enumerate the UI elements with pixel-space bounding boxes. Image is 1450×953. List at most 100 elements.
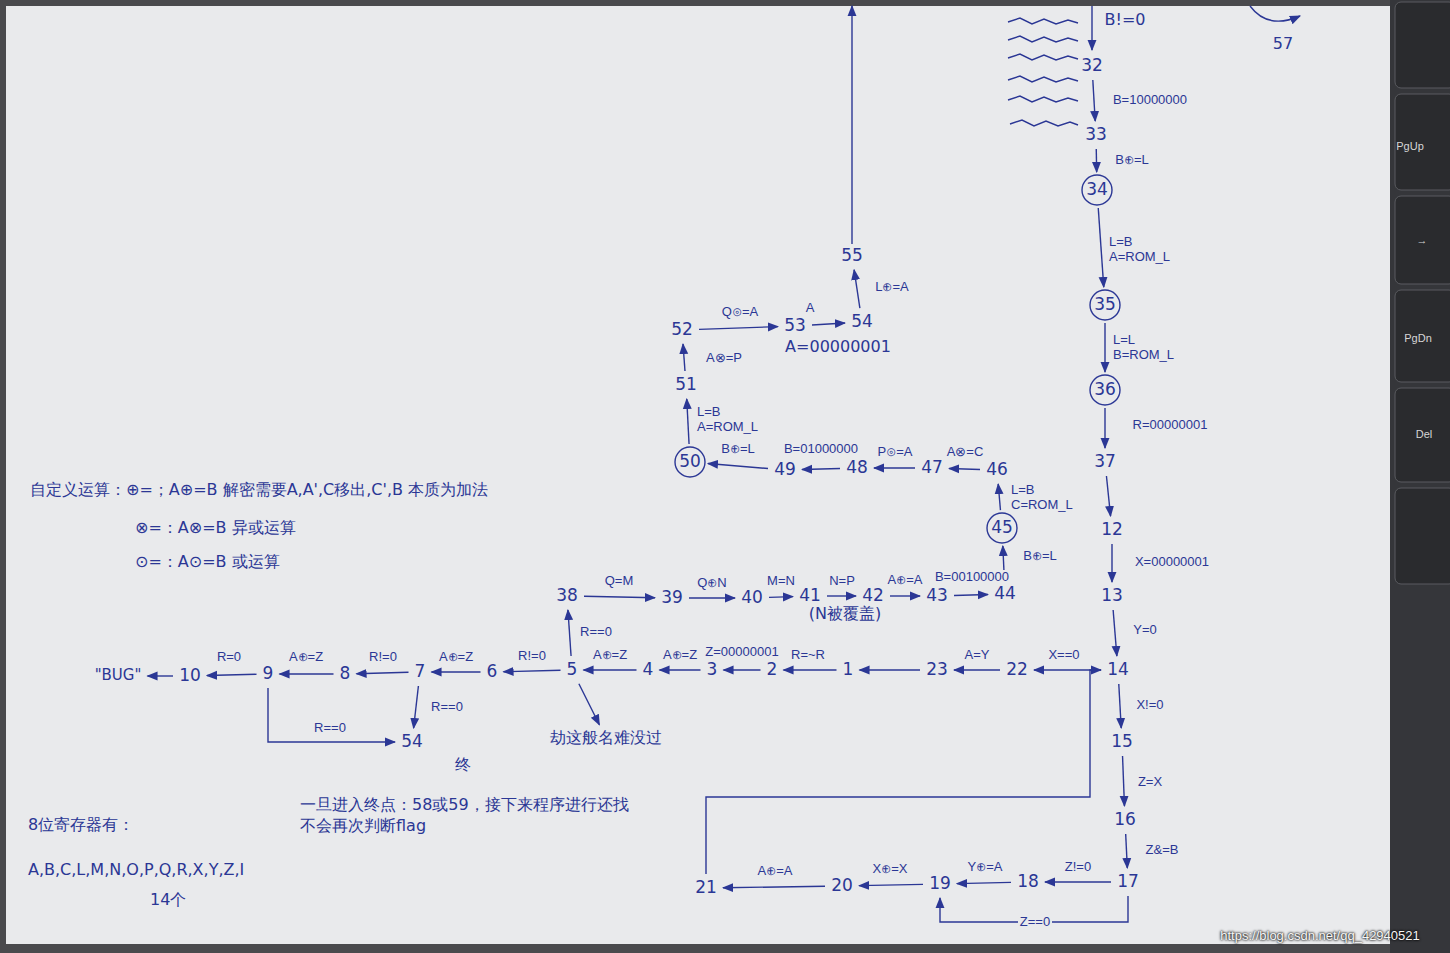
key-legend: Del <box>1416 427 1433 441</box>
edge-label: A <box>804 301 817 316</box>
edge-label: Z=00000001 <box>703 645 780 660</box>
edge-connector <box>689 597 735 598</box>
state-node: 12 <box>1097 518 1127 542</box>
edge-label: Q⊕N <box>695 576 729 591</box>
edge-label: Y=0 <box>1131 623 1159 638</box>
edge-connector <box>579 684 599 725</box>
node-text: 17 <box>1117 872 1139 892</box>
edge-label: A=Y <box>963 648 992 663</box>
state-node: 49 <box>770 458 800 482</box>
node-text: 42 <box>862 586 884 606</box>
edge-label: B=10000000 <box>1111 93 1189 108</box>
edge-label: B=00100000 <box>933 570 1011 585</box>
state-node: 15 <box>1107 730 1137 754</box>
state-node: 32 <box>1077 54 1107 78</box>
edge-connector <box>854 270 860 308</box>
node-text: 45 <box>991 518 1013 538</box>
scribble <box>1008 54 1078 60</box>
edge-label: A⊕=A <box>756 864 795 879</box>
edge-label: Q=M <box>603 574 636 589</box>
scribble <box>1010 120 1078 126</box>
edge-label: P⊙=A <box>876 445 915 460</box>
note-text: B!=0 <box>1105 10 1146 31</box>
node-text: 51 <box>675 375 697 395</box>
state-node: 9 <box>259 662 278 686</box>
key-legend: → <box>1417 233 1428 247</box>
circle-outline <box>675 447 705 477</box>
edge-connector <box>954 595 988 596</box>
edge-connector <box>683 344 685 371</box>
edge-connector <box>584 669 637 670</box>
edge-connector <box>1096 149 1098 172</box>
edge-label: X=00000001 <box>1133 555 1211 570</box>
node-text: 19 <box>929 874 951 894</box>
edge-connector <box>660 669 701 670</box>
key-legend: PgDn <box>1404 331 1432 345</box>
note-text: ⊙=：A⊙=B 或运算 <box>135 552 280 573</box>
edge-label: Z!=0 <box>1063 860 1093 875</box>
node-text: 47 <box>921 458 943 478</box>
state-node: 54 <box>847 310 877 334</box>
edge-label: Y⊕=A <box>966 860 1005 875</box>
edge-connector <box>860 669 921 670</box>
node-text: 50 <box>679 452 701 472</box>
edge-connector <box>859 884 923 885</box>
circle-outline <box>1090 375 1120 405</box>
edge-connector <box>890 595 920 596</box>
scribble <box>1008 36 1078 42</box>
state-node: 40 <box>737 586 767 610</box>
keyboard <box>1390 0 1450 953</box>
node-text: 3 <box>707 660 718 680</box>
ink-strokes <box>852 6 1300 244</box>
node-text: 55 <box>841 246 863 266</box>
state-node: 48 <box>842 456 872 480</box>
state-node: 38 <box>552 584 582 608</box>
state-node: 44 <box>990 582 1020 606</box>
note-node: 劫这般名难没过 <box>546 727 666 750</box>
node-text: 5 <box>567 660 578 680</box>
state-node: 17 <box>1113 870 1143 894</box>
edge-connector <box>1104 408 1105 448</box>
edge-connector <box>802 468 840 469</box>
node-text: 35 <box>1094 295 1116 315</box>
state-node: 8 <box>336 662 355 686</box>
node-text: 8 <box>340 664 351 684</box>
edge-label: R==0 <box>578 625 614 640</box>
edge-label: B⊕=L <box>1113 153 1151 168</box>
node-text: "BUG" <box>95 667 142 684</box>
edge-connector <box>708 464 768 469</box>
edge-label: L=B A=ROM_L <box>695 405 765 435</box>
circle-outline <box>1090 290 1120 320</box>
state-node: 53 <box>780 314 810 338</box>
state-node: 18 <box>1013 870 1043 894</box>
edge-connector <box>1093 80 1095 121</box>
node-text: 12 <box>1101 520 1123 540</box>
state-node: 52 <box>667 318 697 342</box>
edge-connector <box>723 886 825 888</box>
node-text: 38 <box>556 586 578 606</box>
edge-label: A⊕=Z <box>287 650 325 665</box>
edge-label: R!=0 <box>516 649 548 664</box>
edge-connector <box>769 596 793 598</box>
edge-label: Z==0 <box>1018 915 1052 930</box>
edge-connector <box>827 595 856 596</box>
state-node: 16 <box>1110 808 1140 832</box>
state-node: 39 <box>657 586 687 610</box>
note-text: 一旦进入终点：58或59，接下来程序进行还找不会再次判断flag <box>300 795 630 837</box>
edge-label: L=B C=ROM_L <box>1009 483 1079 513</box>
node-text: 52 <box>671 320 693 340</box>
node-text: 16 <box>1114 810 1136 830</box>
state-node: 4 <box>639 658 658 682</box>
edge-label: L=L B=ROM_L <box>1111 333 1181 363</box>
state-node: 51 <box>671 373 701 397</box>
edge-label: R=00000001 <box>1131 418 1210 433</box>
node-text: 54 <box>851 312 873 332</box>
state-node: 23 <box>922 658 952 682</box>
edge-label: A⊕=Z <box>437 650 475 665</box>
edge-connector <box>1119 684 1121 728</box>
edge-label: A⊕=A <box>886 573 925 588</box>
state-node: 21 <box>691 876 721 900</box>
node-text: 40 <box>741 588 763 608</box>
edge-connector <box>1098 208 1104 287</box>
